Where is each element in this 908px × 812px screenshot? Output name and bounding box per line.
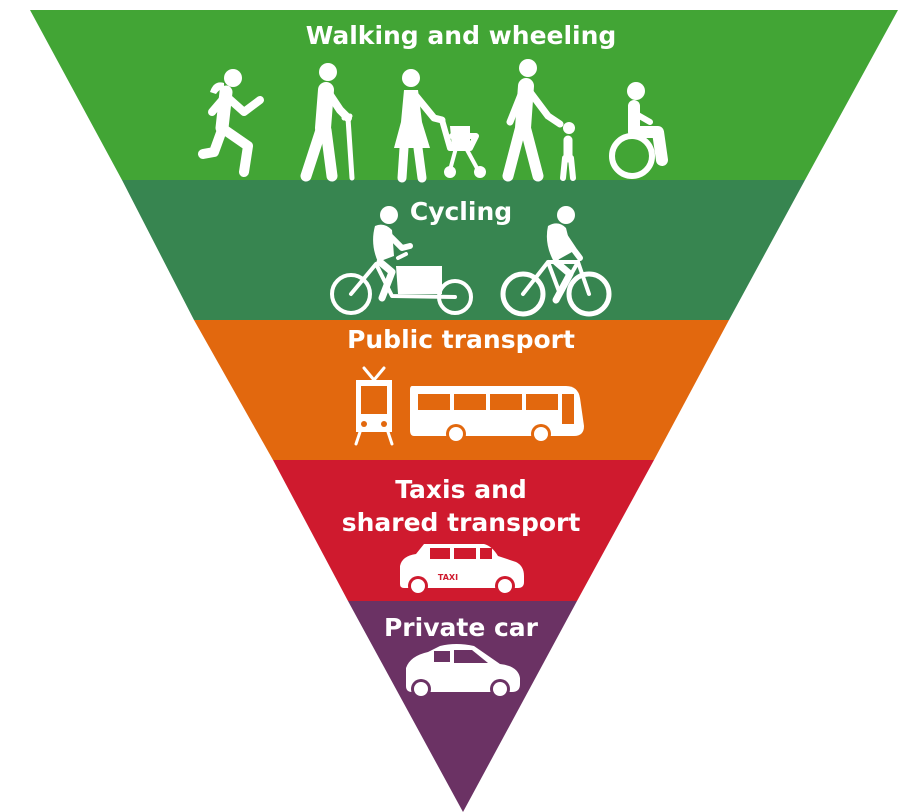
pushchair-icon: [394, 69, 486, 183]
taxi-sign-label: TAXI: [438, 573, 458, 582]
adult-child-icon: [502, 59, 576, 182]
bus-icon: [410, 386, 584, 444]
tier-band-walking: [30, 10, 898, 180]
walking-cane-icon: [300, 63, 355, 182]
taxi-icon: TAXI: [400, 544, 524, 596]
tier-band-cycling: [122, 180, 805, 320]
wheelchair-icon: [609, 82, 668, 179]
tier-label-taxis-line2: shared transport: [342, 508, 581, 537]
tram-icon: [354, 366, 394, 446]
tier-label-taxis-line1: Taxis and: [395, 475, 527, 504]
tier-label-private-car: Private car: [384, 613, 539, 642]
cargo-bike-icon: [330, 206, 473, 315]
runner-icon: [198, 69, 264, 177]
tier-band-taxis: [273, 460, 654, 601]
tier-band-private-car: [348, 601, 577, 812]
tier-label-public-transport: Public transport: [347, 325, 575, 354]
tier-label-walking: Walking and wheeling: [306, 21, 617, 50]
car-icon: [406, 644, 520, 699]
tier-label-cycling: Cycling: [410, 197, 512, 226]
bicycle-icon: [500, 206, 612, 317]
